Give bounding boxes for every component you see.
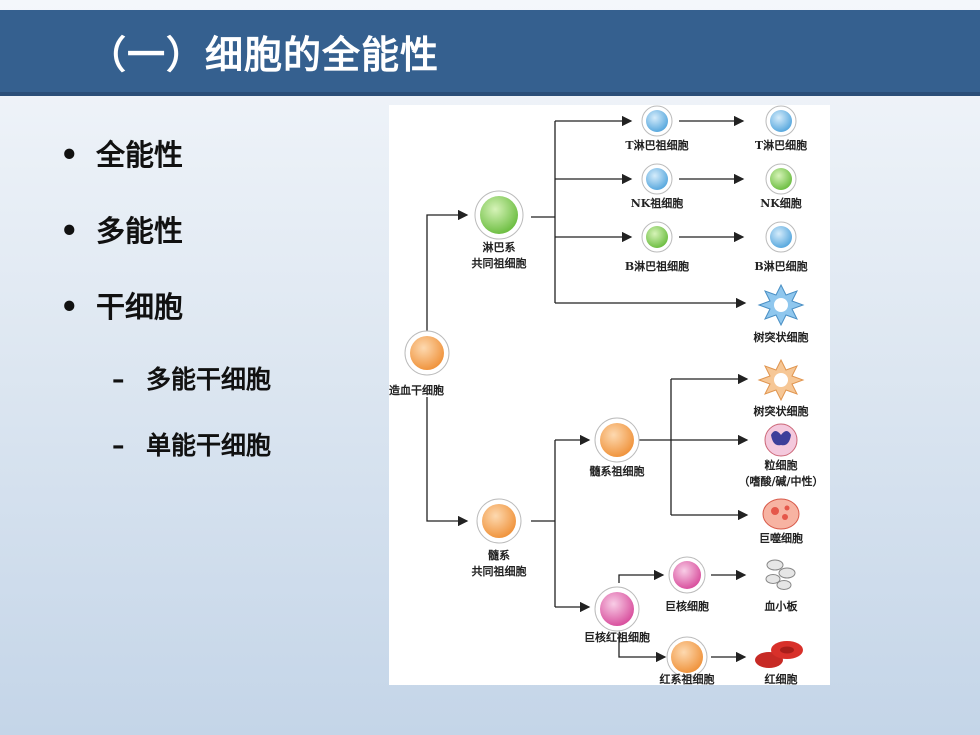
bullet-marker: •	[60, 138, 79, 172]
sub-bullet-marker: –	[112, 431, 125, 460]
myeloid-dendritic-cell-icon	[757, 358, 805, 402]
sub-bullet-item: –单能干细胞	[112, 426, 271, 462]
bullet-item: • 多能性	[60, 208, 183, 250]
label-nk-cell: NK细胞	[760, 196, 802, 210]
nk-progenitor-cell	[641, 163, 673, 195]
label-mk-erythroid-progenitor: 巨核红祖细胞	[584, 630, 650, 644]
b-progenitor-cell	[641, 221, 673, 253]
labels: 造血干细胞 淋巴系 共同祖细胞 T淋巴祖细胞 T淋巴细胞 NK祖细胞 NK细胞 …	[389, 138, 824, 685]
label-t-progenitor: T淋巴祖细胞	[625, 138, 688, 152]
label-myeloid-common-2: 共同祖细胞	[472, 564, 527, 578]
label-lymph-common-2: 共同祖细胞	[472, 256, 527, 270]
dendritic-cell-icon	[757, 283, 805, 327]
label-b-progenitor: B淋巴祖细胞	[625, 259, 689, 273]
granulocyte-icon	[764, 423, 798, 457]
bullet-marker: •	[60, 290, 79, 324]
bullet-item: • 全能性	[60, 132, 183, 174]
connector-lines	[426, 115, 749, 663]
label-dendritic-1: 树突状细胞	[754, 330, 809, 344]
hematopoiesis-svg: 造血干细胞 淋巴系 共同祖细胞 T淋巴祖细胞 T淋巴细胞 NK祖细胞 NK细胞 …	[389, 105, 824, 685]
label-megakaryocyte: 巨核细胞	[665, 599, 709, 613]
mk-erythroid-progenitor-cell	[594, 586, 640, 632]
bullet-text-totipotency: 全能性	[96, 138, 184, 172]
platelet-icon	[765, 559, 796, 590]
sub-bullet-marker: –	[112, 365, 125, 394]
label-dendritic-2: 树突状细胞	[754, 404, 809, 418]
label-myeloid-common-1: 髓系	[488, 548, 510, 562]
macrophage-icon	[762, 498, 800, 530]
label-platelet: 血小板	[765, 599, 799, 613]
b-cell	[765, 221, 797, 253]
label-nk-progenitor: NK祖细胞	[631, 196, 684, 210]
t-cell	[765, 105, 797, 137]
label-macrophage: 巨噬细胞	[759, 531, 803, 545]
nk-cell	[765, 163, 797, 195]
red-blood-cell-icon	[755, 641, 803, 668]
sub-bullet-text-unipotent: 单能干细胞	[146, 431, 272, 460]
myeloid-common-cell	[476, 498, 522, 544]
myeloid-progenitor-cell	[594, 417, 640, 463]
label-red-blood-cell: 红细胞	[765, 672, 798, 685]
sub-bullet-item: –多能干细胞	[112, 360, 271, 396]
label-t-cell: T淋巴细胞	[755, 138, 807, 152]
cells	[404, 105, 805, 678]
t-progenitor-cell	[641, 105, 673, 137]
bullet-marker: •	[60, 214, 79, 248]
label-b-cell: B淋巴细胞	[754, 259, 807, 273]
label-lymph-common-1: 淋巴系	[483, 240, 516, 254]
label-granulocyte-1: 粒细胞	[765, 458, 798, 472]
label-erythroid-progenitor: 红系祖细胞	[660, 672, 715, 685]
slide-title: （一）细胞的全能性	[88, 33, 440, 77]
label-myeloid-progenitor: 髓系祖细胞	[590, 464, 645, 478]
bullet-text-stem-cell: 干细胞	[96, 290, 184, 324]
bullet-item: • 干细胞	[60, 284, 183, 326]
label-hsc: 造血干细胞	[389, 383, 444, 397]
bullet-text-pluripotency: 多能性	[96, 214, 184, 248]
erythroid-progenitor-cell	[666, 636, 708, 678]
sub-bullet-text-multipotent: 多能干细胞	[146, 365, 272, 394]
title-bar: （一）细胞的全能性	[0, 10, 980, 96]
lymphoid-common-cell	[474, 190, 524, 240]
hsc-cell	[404, 330, 450, 376]
hematopoiesis-diagram: 造血干细胞 淋巴系 共同祖细胞 T淋巴祖细胞 T淋巴细胞 NK祖细胞 NK细胞 …	[389, 105, 830, 685]
megakaryocyte-cell	[668, 556, 706, 594]
label-granulocyte-2: （嗜酸/碱/中性）	[738, 474, 823, 488]
